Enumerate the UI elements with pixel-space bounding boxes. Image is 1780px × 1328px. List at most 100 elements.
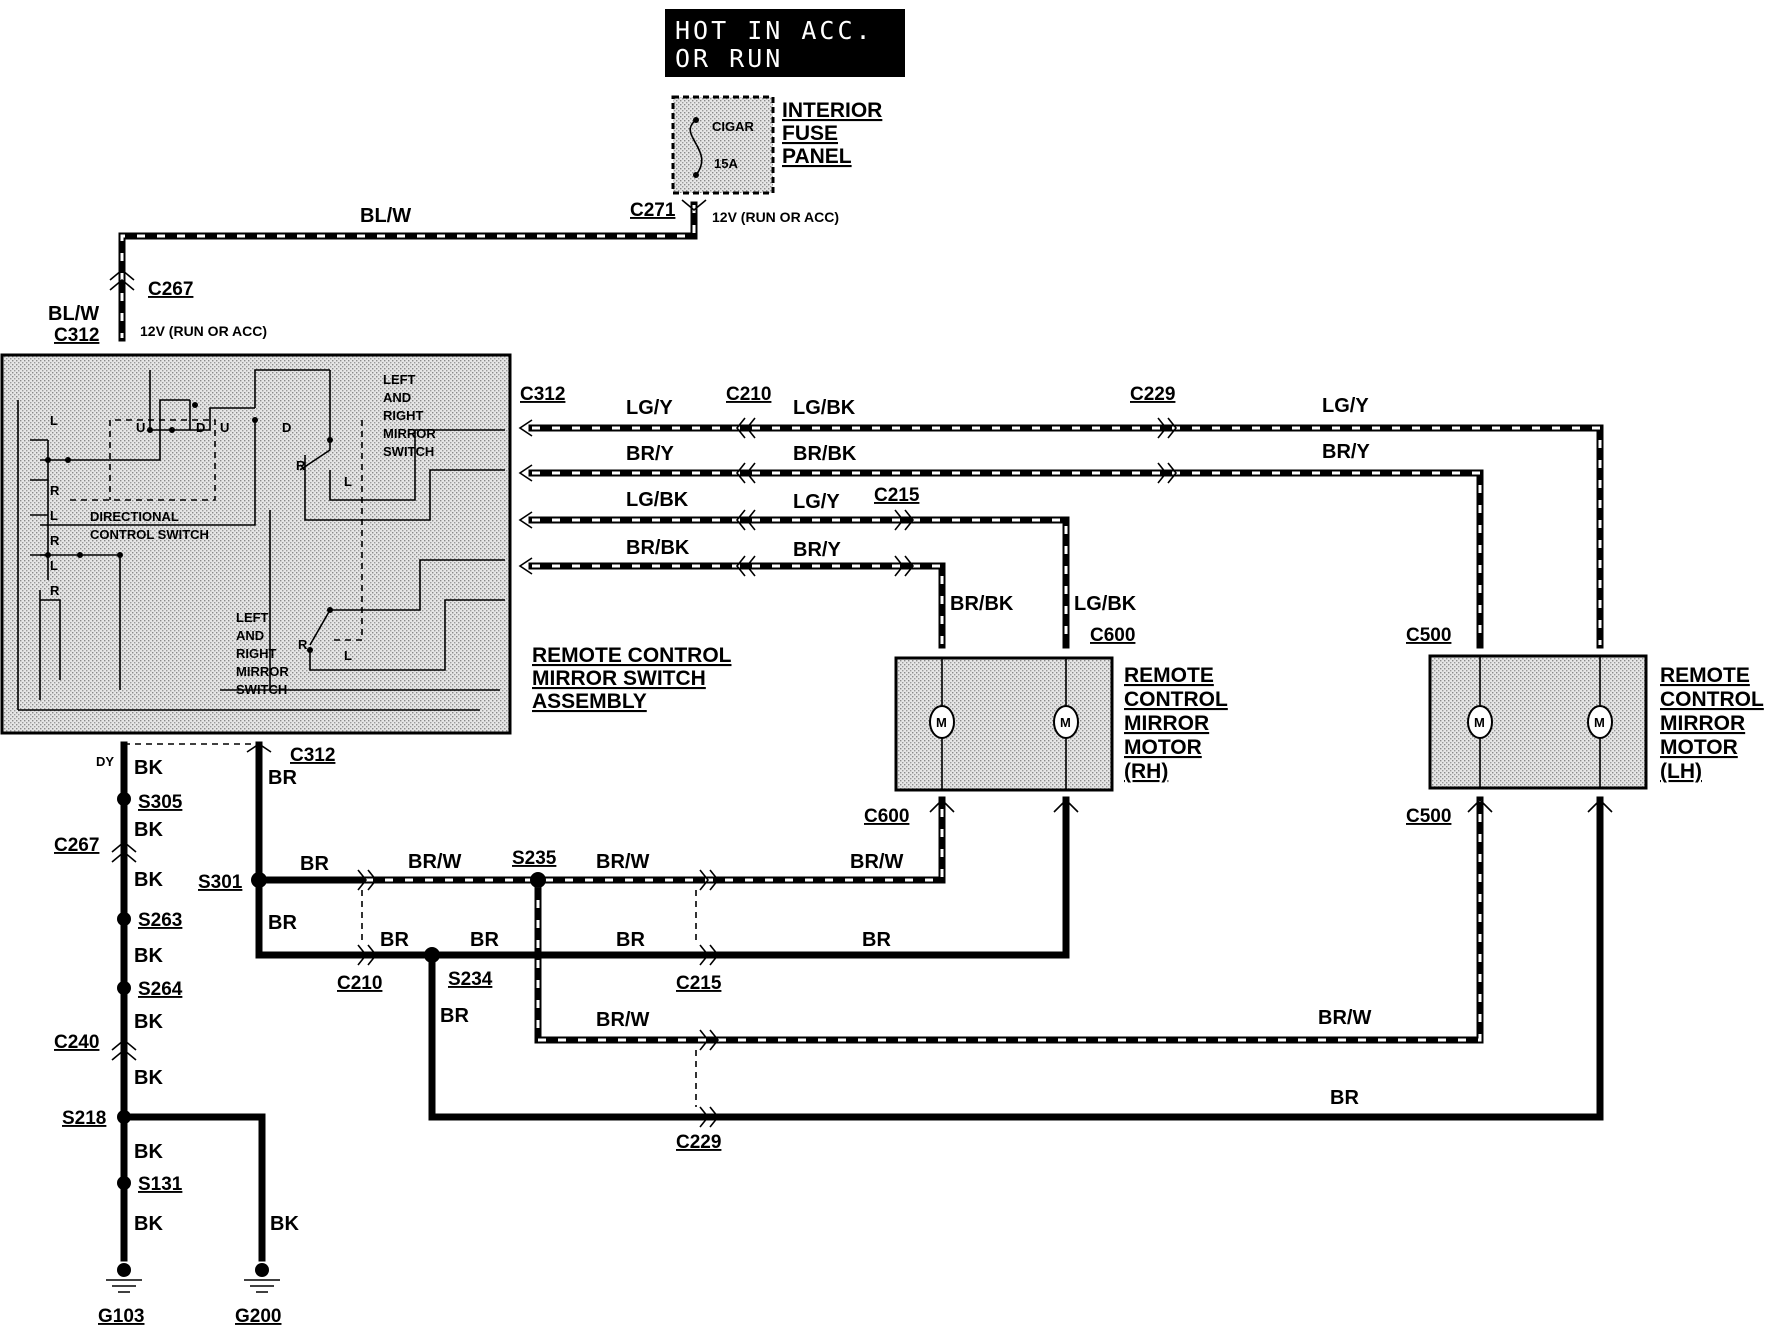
pin-label-4: R [50,533,60,548]
lr-switch-lower-3: RIGHT [236,646,277,661]
pin-label-11: R [296,458,306,473]
motor-icon [929,705,955,739]
wire-row4-b: BR/Y [793,539,841,561]
switch-assembly-title-3: ASSEMBLY [532,690,647,713]
connector-c312-bottom: C312 [290,745,335,766]
lh-motor-title-2: CONTROL [1660,688,1764,711]
wire-bk-3: BK [134,869,163,891]
lr-switch-upper-5: SWITCH [383,444,434,459]
wire-bk-2: BK [134,819,163,841]
feed-voltage-top: 12V (RUN OR ACC) [712,209,839,225]
ground-icon [244,1263,280,1293]
banner-line1: HOT IN ACC. [675,16,874,45]
pin-label-3: L [50,508,58,523]
wire-brw-2: BR/W [596,851,649,873]
connector-c600-bottom: C600 [864,806,909,827]
lr-switch-upper-4: MIRROR [383,426,436,441]
ground-icon [106,1263,142,1293]
fuse-panel-title-3: PANEL [782,145,852,168]
feed-wire: BL/W 12V (RUN OR ACC) C271 C267 BL/W C31… [48,199,839,346]
wire-br-3: BR [268,912,297,934]
wire-brw-4: BR/W [596,1009,649,1031]
connector-c240: C240 [54,1032,99,1053]
wire-bk-7: BK [134,1141,163,1163]
wire-row2-b: BR/BK [793,443,857,465]
lh-motor-title-5: (LH) [1660,760,1702,783]
splice-s264: S264 [138,979,183,1000]
pin-label-12: L [344,474,352,489]
motor-icon [1053,705,1079,739]
wire-br-4: BR [380,929,409,951]
wire-row2-c: BR/Y [1322,441,1370,463]
pin-label-2: R [50,483,60,498]
connector-c210-top: C210 [726,384,771,405]
splice-s218: S218 [62,1108,106,1129]
wire-br-8: BR [440,1005,469,1027]
pin-label-7: U [136,420,145,435]
wire-bk-4: BK [134,945,163,967]
wire-row1-a: LG/Y [626,397,673,419]
motor-symbol-rh-2: M [1060,715,1071,730]
lr-switch-lower-2: AND [236,628,264,643]
pin-label-1: L [50,413,58,428]
wire-row4-a: BR/BK [626,537,690,559]
wire-row3-b: LG/Y [793,491,840,513]
banner-line2: OR RUN [675,44,783,73]
wire-row1-b: LG/BK [793,397,856,419]
connector-c500-top: C500 [1406,625,1451,646]
motor-symbol-rh-1: M [936,715,947,730]
connector-c312-top: C312 [54,325,99,346]
connector-c210-bottom: C210 [337,973,382,994]
wire-bk-6: BK [134,1067,163,1089]
wire-br-9: BR [1330,1087,1359,1109]
lr-switch-lower-5: SWITCH [236,682,287,697]
feed-wire-color-left: BL/W [48,303,99,325]
splice-s263: S263 [138,910,182,931]
mirror-switch-assembly: L R L R L R U D U D R L R L DIRECTIONAL … [0,353,732,735]
lr-switch-lower-1: LEFT [236,610,269,625]
feed-wire-color: BL/W [360,205,411,227]
motor-control-wires: C312 C210 C229 C215 LG/Y LG/BK LG/Y BR/Y… [518,384,1604,649]
connector-c215-bottom: C215 [676,973,722,994]
connector-c229-top: C229 [1130,384,1175,405]
switch-assembly-title-2: MIRROR SWITCH [532,667,706,690]
lh-motor-title-4: MOTOR [1660,736,1738,759]
fuse-panel-title-1: INTERIOR [782,99,882,122]
wire-br-6: BR [616,929,645,951]
wire-row1-c: LG/Y [1322,395,1369,417]
wire-brw-5: BR/W [1318,1007,1371,1029]
wire-bk-5: BK [134,1011,163,1033]
connector-c500-bottom: C500 [1406,806,1451,827]
rh-motor-title-5: (RH) [1124,760,1168,783]
ground-g103: G103 [98,1306,144,1327]
wire-rh-drop-1: BR/BK [950,593,1014,615]
ground-g200: G200 [235,1306,281,1327]
pin-label-14: L [344,648,352,663]
pin-label-5: L [50,558,58,573]
wire-brw-1: BR/W [408,851,461,873]
connector-c267-top: C267 [148,279,193,300]
wire-br-5: BR [470,929,499,951]
fuse-rating: 15A [714,156,738,171]
splice-s301: S301 [198,872,243,893]
lr-switch-lower-4: MIRROR [236,664,289,679]
directional-label-1: DIRECTIONAL [90,509,179,524]
connector-c229-bottom: C229 [676,1132,721,1153]
lr-switch-upper-2: AND [383,390,411,405]
lh-motor-title-3: MIRROR [1660,712,1745,735]
fuse-name: CIGAR [712,119,755,134]
rh-mirror-motor: M M C600 C600 REMOTE CONTROL MIRROR MOTO… [864,625,1228,827]
splice-s234: S234 [448,969,493,990]
wire-br-2: BR [300,853,329,875]
rh-motor-title-3: MIRROR [1124,712,1209,735]
connector-c215-top: C215 [874,485,920,506]
connector-c271: C271 [630,200,676,221]
switch-assembly-title-1: REMOTE CONTROL [532,644,732,667]
rh-motor-title-2: CONTROL [1124,688,1228,711]
wire-br-1: BR [268,767,297,789]
pin-label-6: R [50,583,60,598]
wire-br-7: BR [862,929,891,951]
pin-label-9: U [220,420,229,435]
interior-fuse-panel: CIGAR 15A INTERIOR FUSE PANEL [671,95,882,195]
